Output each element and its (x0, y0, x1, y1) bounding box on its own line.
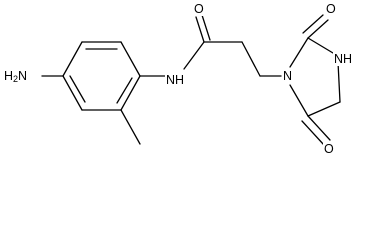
amine-label: H2N (4, 69, 27, 84)
linker-bonds (183, 14, 282, 77)
label-background (3, 69, 29, 84)
urea-oxygen-label: O (326, 2, 336, 16)
hydantoin-ring (289, 14, 341, 146)
amide-oxygen-label: O (194, 2, 204, 16)
amide-nh-label: NH (166, 73, 184, 87)
ring-nh-label: NH (334, 52, 352, 66)
label-background (333, 52, 354, 66)
benzene-ring (62, 41, 141, 111)
structural-formula: H2N NH O N NH O O (3, 2, 354, 156)
label-background (323, 142, 335, 156)
label-background (165, 73, 186, 87)
label-background (193, 2, 205, 16)
substituent-bonds (41, 75, 169, 145)
label-background (325, 2, 337, 16)
label-background (282, 69, 294, 83)
ring-nitrogen-label: N (283, 69, 292, 83)
lower-oxygen-label: O (324, 142, 334, 156)
